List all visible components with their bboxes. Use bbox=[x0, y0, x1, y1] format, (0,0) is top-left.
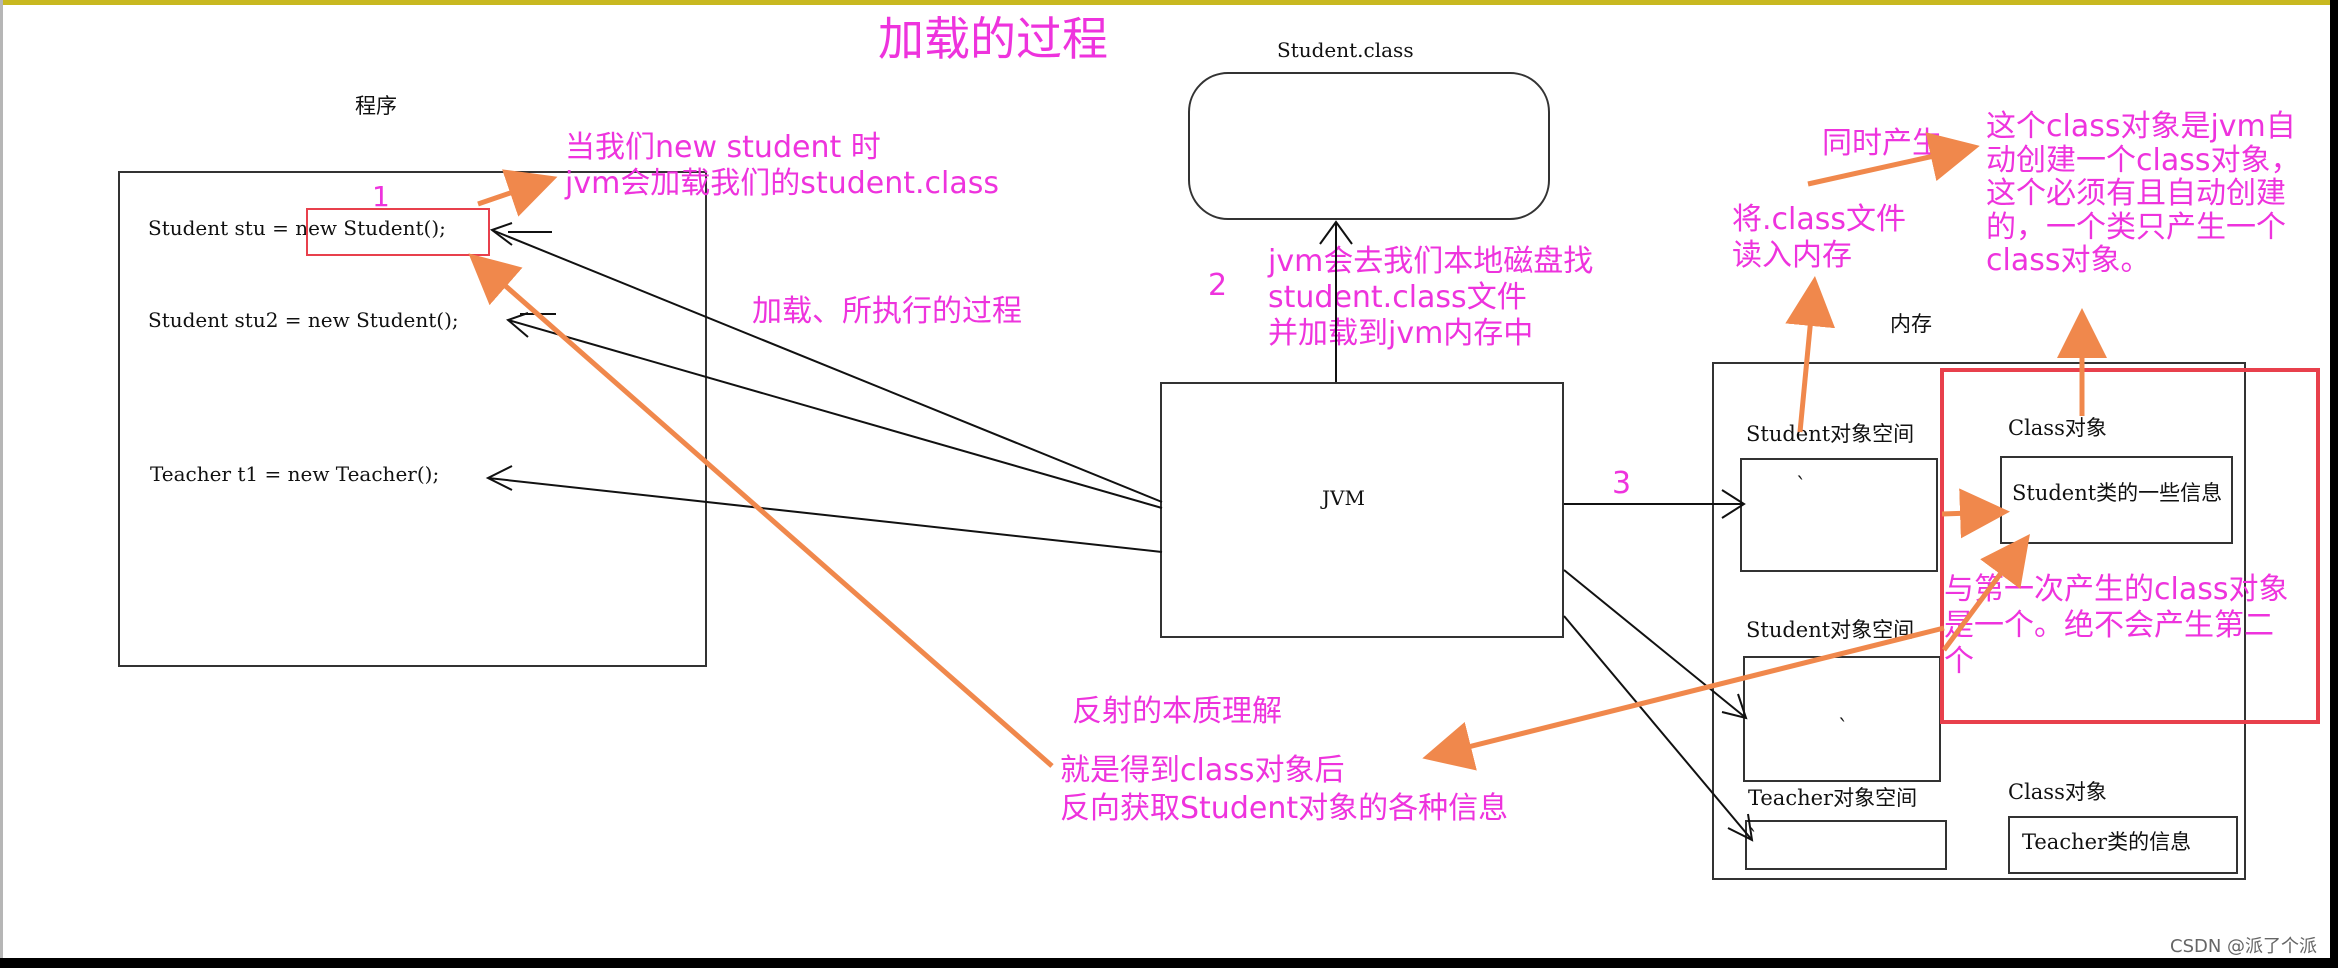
step-2-number: 2 bbox=[1208, 268, 1228, 303]
student-space-2-label: Student对象空间 bbox=[1746, 618, 1915, 642]
student-space-2-tick: ` bbox=[1838, 716, 1849, 740]
load-process-note: 加载、所执行的过程 bbox=[752, 294, 1022, 329]
jvm-to-line-2-arrow bbox=[506, 312, 1163, 509]
reflection-title: 反射的本质理解 bbox=[1072, 694, 1282, 729]
read-to-memory-orange-arrow bbox=[1785, 276, 1836, 433]
jvm-to-memory-arrow-3 bbox=[1563, 615, 1754, 842]
class-to-reflection-orange-arrow bbox=[1422, 625, 1945, 771]
student-class-info: Student类的一些信息 bbox=[2012, 481, 2223, 505]
student-space-to-class-orange-arrow bbox=[1941, 488, 2010, 539]
student-class-file-box bbox=[1188, 72, 1550, 220]
top-border bbox=[0, 0, 2338, 5]
teacher-space-label: Teacher对象空间 bbox=[1748, 786, 1918, 810]
student-class-file-label: Student.class bbox=[1277, 38, 1414, 62]
step-3-number: 3 bbox=[1612, 466, 1632, 501]
left-border bbox=[0, 0, 3, 968]
generated-together-orange-arrow bbox=[1807, 132, 1980, 187]
teacher-space-tick: ` bbox=[1748, 826, 1759, 850]
code-line-1: Student stu = new Student(); bbox=[148, 216, 446, 240]
teacher-class-info: Teacher类的信息 bbox=[2022, 830, 2192, 854]
jvm-box bbox=[1160, 382, 1564, 638]
reflection-note: 就是得到class对象后 反向获取Student对象的各种信息 bbox=[1060, 753, 1509, 826]
program-label: 程序 bbox=[355, 94, 397, 118]
student-space-1-label: Student对象空间 bbox=[1746, 422, 1915, 446]
teacher-space-box bbox=[1745, 820, 1947, 870]
jvm-to-memory-arrow-2 bbox=[1563, 569, 1748, 720]
student-space-1-tick: ` bbox=[1796, 474, 1807, 498]
watermark: CSDN @派了个派 bbox=[2170, 936, 2318, 957]
teacher-class-info-box bbox=[2008, 816, 2238, 874]
second-space-to-class-orange-arrow bbox=[1941, 533, 2030, 652]
code-line-2: Student stu2 = new Student(); bbox=[148, 308, 459, 332]
right-band bbox=[2330, 0, 2338, 968]
jvm-to-line-1-arrow bbox=[489, 222, 1163, 503]
code-line-3: Teacher t1 = new Teacher(); bbox=[150, 462, 440, 486]
class-object-1-label: Class对象 bbox=[2008, 416, 2107, 440]
step-1-number: 1 bbox=[372, 180, 390, 213]
new-student-highlight bbox=[306, 208, 490, 256]
jvm-to-memory-arrow-1 bbox=[1564, 489, 1746, 519]
memory-label: 内存 bbox=[1890, 312, 1932, 336]
program-box bbox=[118, 171, 707, 667]
generated-together-note: 同时产生 bbox=[1822, 126, 1942, 161]
jvm-to-line-3-arrow bbox=[485, 465, 1163, 553]
page-title: 加载的过程 bbox=[878, 12, 1108, 66]
class-object-highlight-box bbox=[1940, 368, 2320, 724]
student-space-1-box bbox=[1740, 458, 1938, 572]
reflection-to-program-arrow bbox=[468, 253, 1054, 768]
jvm-label: JVM bbox=[1322, 486, 1365, 510]
jvm-to-class-file-arrow bbox=[1319, 220, 1353, 382]
bottom-band bbox=[0, 958, 2338, 968]
class-object-note: 这个class对象是jvm自 动创建一个class对象， 这个必须有且自动创建 … bbox=[1986, 109, 2301, 279]
step-1-note: 当我们new student 时 jvm会加载我们的student.class bbox=[565, 130, 1000, 201]
memory-box bbox=[1712, 362, 2246, 880]
step-2-note: jvm会去我们本地磁盘找 student.class文件 并加载到jvm内存中 bbox=[1268, 244, 1594, 351]
read-to-memory-note: 将.class文件 读入内存 bbox=[1732, 202, 1907, 273]
step-1-orange-arrow bbox=[477, 169, 558, 217]
class-object-2-label: Class对象 bbox=[2008, 780, 2107, 804]
